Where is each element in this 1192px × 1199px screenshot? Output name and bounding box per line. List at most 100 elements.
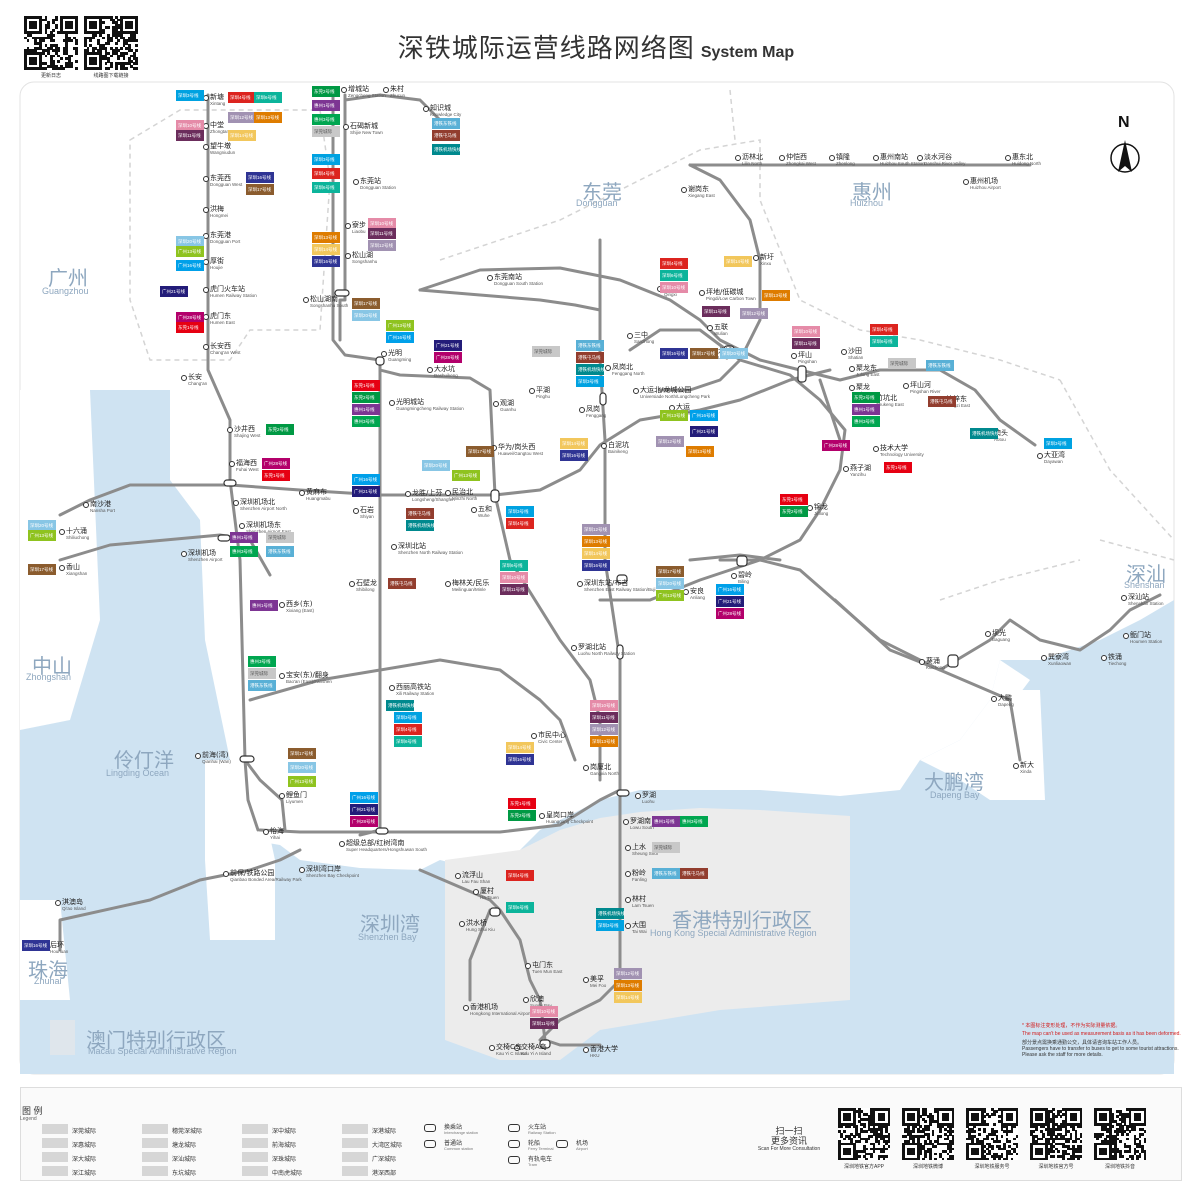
- station-label[interactable]: 大水坑: [434, 365, 455, 373]
- station-label[interactable]: 长安: [188, 373, 202, 381]
- station-label[interactable]: 东莞西: [210, 174, 231, 182]
- line-badge[interactable]: 港铁屯马线: [680, 868, 708, 879]
- line-badge[interactable]: 广州28号线: [434, 352, 462, 363]
- line-badge[interactable]: 深圳13号线: [582, 536, 610, 547]
- line-badge[interactable]: 惠州1号线: [652, 816, 680, 827]
- station-label[interactable]: 华为/岗头西: [498, 443, 536, 451]
- station-label[interactable]: 深圳机场: [188, 549, 216, 557]
- station-label[interactable]: 洪水桥: [466, 919, 487, 927]
- line-badge[interactable]: 东莞1号线: [352, 380, 380, 391]
- station-dot[interactable]: [195, 753, 201, 759]
- station-dot[interactable]: [1123, 633, 1129, 639]
- line-badge[interactable]: 东莞2号线: [508, 810, 536, 821]
- station-label[interactable]: 深圳东站/布吉: [584, 579, 629, 587]
- line-badge[interactable]: 港铁屯马线: [432, 130, 460, 141]
- line-badge[interactable]: 深圳4号线: [228, 92, 256, 103]
- station-label[interactable]: 前海(湾): [202, 751, 229, 759]
- station-label[interactable]: 怡海: [270, 827, 284, 835]
- line-badge[interactable]: 东莞1号线: [508, 798, 536, 809]
- station-label[interactable]: 沙田: [848, 347, 862, 355]
- station-dot[interactable]: [489, 1045, 495, 1051]
- line-badge[interactable]: 深圳12号线: [228, 112, 256, 123]
- line-badge[interactable]: 深圳11号线: [500, 584, 528, 595]
- station-dot[interactable]: [203, 207, 209, 213]
- station-dot[interactable]: [623, 819, 629, 825]
- station-label[interactable]: 仲恺西: [786, 153, 807, 161]
- station-dot[interactable]: [343, 124, 349, 130]
- station-label[interactable]: 南沙港: [90, 500, 111, 508]
- station-label[interactable]: 福海西: [236, 459, 257, 467]
- station-label[interactable]: 长安西: [210, 342, 231, 350]
- line-badge[interactable]: 港铁机场快线: [406, 520, 435, 531]
- station-label[interactable]: 淡水河谷: [924, 153, 952, 161]
- station-dot[interactable]: [531, 733, 537, 739]
- station-label[interactable]: 竹坑北: [876, 394, 897, 402]
- station-label[interactable]: 交椅A岛: [521, 1043, 547, 1051]
- qr-code[interactable]: [966, 1108, 1019, 1161]
- line-badge[interactable]: 东莞2号线: [852, 392, 880, 403]
- station-dot[interactable]: [455, 873, 461, 879]
- station-dot[interactable]: [625, 871, 631, 877]
- station-dot[interactable]: [731, 573, 737, 579]
- line-badge[interactable]: 惠州3号线: [352, 416, 380, 427]
- station-label[interactable]: 大鹏: [998, 694, 1012, 702]
- station-dot[interactable]: [471, 507, 477, 513]
- line-badge[interactable]: 深圳13号线: [590, 736, 618, 747]
- line-badge[interactable]: 深莞城际: [888, 358, 916, 369]
- station-dot[interactable]: [529, 388, 535, 394]
- station-dot[interactable]: [83, 502, 89, 508]
- station-dot[interactable]: [583, 1047, 589, 1053]
- station-dot[interactable]: [601, 443, 607, 449]
- station-dot[interactable]: [423, 106, 429, 112]
- station-label[interactable]: 谢岗东: [688, 185, 709, 193]
- station-dot[interactable]: [753, 255, 759, 261]
- line-badge[interactable]: 深圳10号线: [368, 218, 396, 229]
- station-label[interactable]: 聚龙东: [856, 364, 877, 372]
- line-badge[interactable]: 广州13号线: [660, 410, 688, 421]
- line-badge[interactable]: 广州13号线: [28, 530, 56, 541]
- station-label[interactable]: 碧岭: [738, 571, 752, 579]
- station-dot[interactable]: [203, 287, 209, 293]
- station-dot[interactable]: [279, 793, 285, 799]
- line-badge[interactable]: 深莞城际: [266, 532, 294, 543]
- station-dot[interactable]: [229, 461, 235, 467]
- station-label[interactable]: 香山: [66, 563, 80, 571]
- station-label[interactable]: 五联: [714, 323, 728, 331]
- line-badge[interactable]: 东莞2号线: [266, 424, 294, 435]
- line-badge[interactable]: 深莞城际: [248, 668, 276, 679]
- station-dot[interactable]: [571, 645, 577, 651]
- station-dot[interactable]: [873, 155, 879, 161]
- station-dot[interactable]: [625, 845, 631, 851]
- line-badge[interactable]: 深圳4号线: [506, 518, 534, 529]
- station-label[interactable]: 鲤鱼门: [286, 791, 307, 799]
- station-label[interactable]: 龙胜/上芬: [412, 489, 443, 497]
- qr-code[interactable]: [838, 1108, 891, 1161]
- station-label[interactable]: 巽寮湾: [1048, 653, 1069, 661]
- station-label[interactable]: 凤岗: [586, 405, 600, 413]
- line-badge[interactable]: 深圳13号线: [686, 446, 714, 457]
- station-label[interactable]: 香港机场: [470, 1003, 498, 1011]
- line-badge[interactable]: 深圳6号线: [254, 92, 282, 103]
- line-badge[interactable]: 惠州3号线: [230, 546, 258, 557]
- line-badge[interactable]: 深圳17号线: [246, 184, 274, 195]
- line-badge[interactable]: 广州21号线: [690, 426, 718, 437]
- station-label[interactable]: 交椅C岛: [496, 1043, 522, 1051]
- line-badge[interactable]: 广州21号线: [352, 486, 380, 497]
- line-badge[interactable]: 广州28号线: [716, 608, 744, 619]
- station-label[interactable]: 朱村: [390, 85, 404, 93]
- station-dot[interactable]: [735, 155, 741, 161]
- station-dot[interactable]: [1005, 155, 1011, 161]
- line-badge[interactable]: 深圳11号线: [176, 130, 204, 141]
- line-badge[interactable]: 深莞城际: [652, 842, 680, 853]
- line-badge[interactable]: 深圳6号线: [312, 182, 340, 193]
- line-badge[interactable]: 深圳17号线: [656, 566, 684, 577]
- station-label[interactable]: 望牛墩: [210, 142, 231, 150]
- station-label[interactable]: 西丽高铁站: [396, 683, 431, 691]
- station-label[interactable]: 十六涌: [66, 527, 87, 535]
- station-dot[interactable]: [181, 551, 187, 557]
- station-label[interactable]: 民治北: [452, 488, 473, 496]
- line-badge[interactable]: 深圳11号线: [368, 228, 396, 239]
- line-badge[interactable]: 深圳14号线: [724, 256, 752, 267]
- station-label[interactable]: 松山湖: [352, 251, 373, 259]
- qr-update-log[interactable]: [24, 16, 79, 71]
